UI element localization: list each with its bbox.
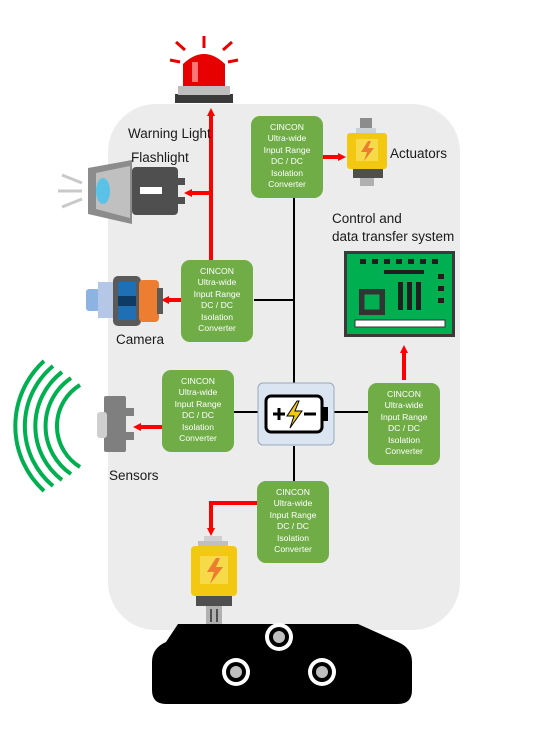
converter-text-line: Converter (179, 433, 217, 444)
converter-text-line: DC / DC (271, 156, 303, 167)
battery-icon (257, 382, 335, 446)
converter-text-line: Ultra-wide (273, 498, 313, 509)
converter-text-line: Isolation (181, 421, 214, 432)
converter-text-line: Input Range (269, 509, 317, 520)
label-actuators: Actuators (390, 146, 448, 161)
control-board-icon (344, 251, 455, 337)
label-control-line1: Control and (332, 211, 402, 226)
converter-text-line: Ultra-wide (197, 277, 237, 288)
converter-text-line: DC / DC (388, 423, 420, 434)
label-warning-light: Warning Light (128, 126, 211, 141)
converter-text-line: Ultra-wide (267, 133, 307, 144)
converter-text-line: Ultra-wide (384, 400, 424, 411)
converter-text-line: Ultra-wide (178, 387, 218, 398)
converter-text-line: CINCON (276, 487, 310, 497)
converter-text-line: Converter (268, 179, 306, 190)
converter-text-line: Input Range (193, 288, 241, 299)
converter-text-line: CINCON (181, 376, 215, 386)
converter-text-line: CINCON (387, 389, 421, 399)
bottom-actuator-icon (191, 536, 237, 624)
converter-text-line: Input Range (263, 144, 311, 155)
wheel-3 (308, 658, 336, 686)
flashlight-icon (58, 160, 185, 224)
converter-text-line: Input Range (174, 398, 222, 409)
power-bus-lines (234, 170, 370, 482)
converter-text-line: Isolation (200, 311, 233, 322)
wheel-1 (265, 623, 293, 651)
arrow-to-bottom-actuator (207, 501, 258, 536)
warning-light-icon (169, 36, 239, 103)
power-arrows (133, 108, 408, 536)
converter-text-line: Isolation (276, 532, 309, 543)
converter-text-line: Isolation (270, 167, 303, 178)
label-sensors: Sensors (109, 468, 159, 483)
converter-text-line: Converter (198, 323, 236, 334)
converter-text-line: DC / DC (201, 300, 233, 311)
camera-icon (86, 276, 163, 326)
wheelbase (152, 623, 412, 704)
actuator-icon (347, 118, 387, 186)
label-flashlight: Flashlight (131, 150, 189, 165)
label-camera: Camera (116, 332, 165, 347)
label-control-line2: data transfer system (332, 229, 455, 244)
converter-text-line: Converter (274, 544, 312, 555)
converter-text-line: Isolation (387, 434, 420, 445)
robot-body-panel (108, 104, 460, 630)
sensor-icon (13, 359, 134, 493)
converter-text-line: CINCON (200, 266, 234, 276)
converter-text-line: Converter (385, 446, 423, 457)
converter-text-line: Input Range (380, 411, 428, 422)
converter-text-line: DC / DC (182, 410, 214, 421)
converter-text-line: DC / DC (277, 521, 309, 532)
converter-text-line: CINCON (270, 122, 304, 132)
wheel-2 (222, 658, 250, 686)
